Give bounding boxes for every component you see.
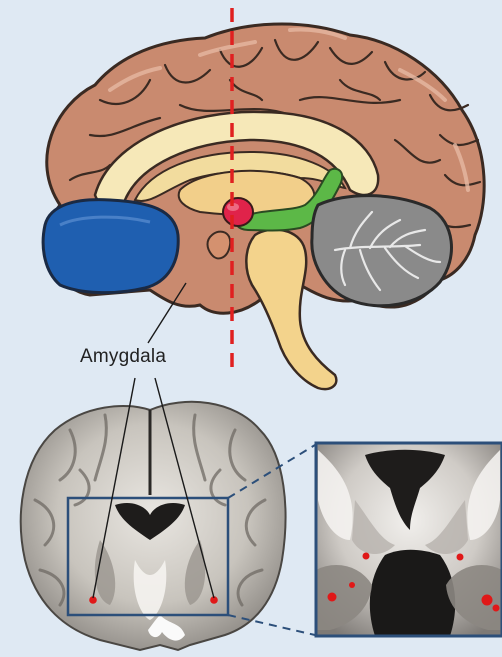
zoom-marker-1 bbox=[363, 553, 370, 560]
hypothalamus bbox=[208, 232, 231, 259]
prefrontal-region bbox=[43, 200, 178, 293]
zoom-marker-2 bbox=[457, 554, 464, 561]
coronal-mri-slice bbox=[21, 283, 286, 650]
zoom-marker-6 bbox=[493, 605, 500, 612]
zoom-marker-4 bbox=[349, 582, 355, 588]
zoom-lower-dark bbox=[370, 550, 455, 636]
amygdala-label: Amygdala bbox=[80, 346, 166, 368]
cerebellum bbox=[312, 196, 452, 306]
sagittal-brain-illustration bbox=[43, 8, 484, 389]
zoom-marker-5 bbox=[482, 595, 493, 606]
amygdala-highlight bbox=[223, 198, 253, 226]
zoomed-mri-inset bbox=[316, 443, 502, 636]
zoom-marker-3 bbox=[328, 593, 337, 602]
